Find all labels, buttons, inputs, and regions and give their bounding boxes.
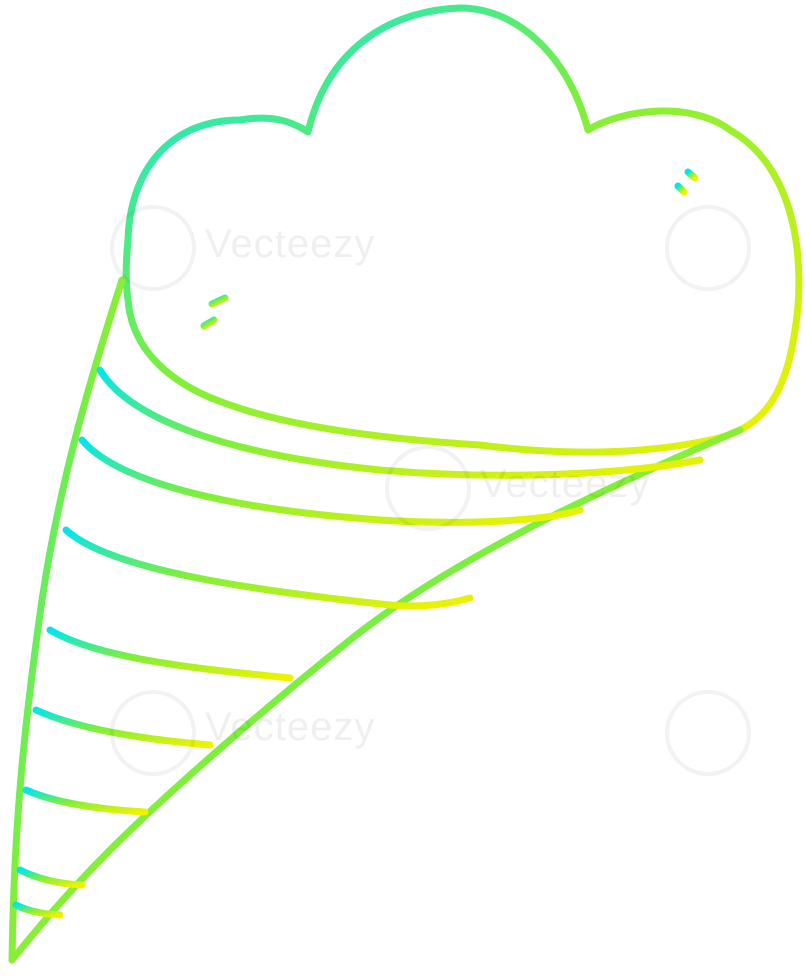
funnel-band bbox=[46, 626, 294, 682]
funnel-band bbox=[22, 786, 149, 816]
shine-mark bbox=[674, 182, 688, 196]
shine-mark bbox=[208, 294, 229, 308]
shine-mark bbox=[684, 168, 699, 182]
funnel-right-edge bbox=[8, 426, 744, 964]
funnel-band bbox=[96, 366, 704, 479]
funnel-band bbox=[32, 706, 214, 749]
shine-mark bbox=[200, 316, 218, 330]
funnel-band bbox=[12, 901, 64, 919]
funnel-band bbox=[62, 526, 474, 610]
funnel-left-edge bbox=[8, 276, 126, 964]
funnel-band bbox=[78, 436, 584, 526]
cloud-outline bbox=[122, 4, 803, 456]
funnel-band bbox=[16, 866, 86, 889]
